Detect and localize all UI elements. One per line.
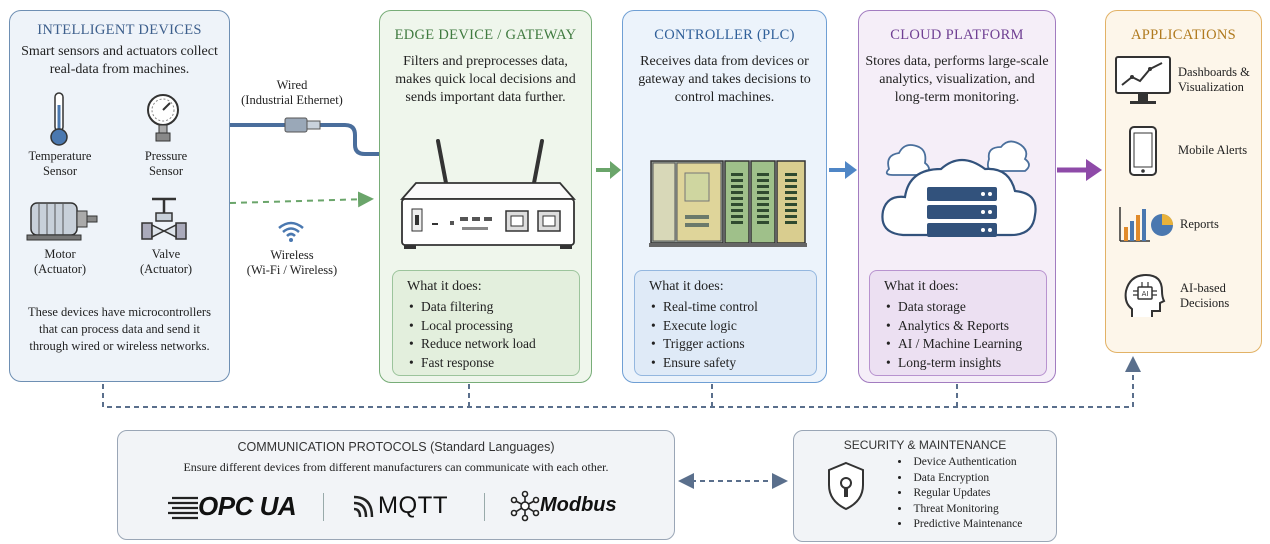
- list-item: Real-time control: [651, 298, 806, 317]
- list-item: Ensure safety: [651, 354, 806, 373]
- shield-lock-icon: [828, 461, 864, 511]
- modbus-logo: Modbus: [510, 489, 640, 523]
- what-it-does-box: What it does: Data storage Analytics & R…: [869, 270, 1047, 376]
- list-item: Long-term insights: [886, 354, 1036, 373]
- communication-protocols-panel: COMMUNICATION PROTOCOLS (Standard Langua…: [117, 430, 675, 540]
- valve-icon: [141, 197, 187, 240]
- list-item: Data Encryption: [898, 471, 1022, 487]
- device-label-motor: Motor (Actuator): [33, 247, 87, 276]
- edge-gateway-panel: EDGE DEVICE / GATEWAY Filters and prepro…: [379, 10, 592, 383]
- list-item: Threat Monitoring: [898, 502, 1022, 518]
- wired-label: Wired (Industrial Ethernet): [241, 78, 343, 107]
- list-item: Data storage: [886, 298, 1036, 317]
- wireless-label: Wireless (Wi-Fi / Wireless): [246, 248, 338, 277]
- panel-title: INTELLIGENT DEVICES: [37, 22, 202, 38]
- device-label-valve: Valve (Actuator): [139, 247, 193, 276]
- motor-icon: [26, 202, 98, 241]
- mqtt-logo: MQTT: [352, 491, 462, 523]
- wifi-icon: [278, 221, 304, 242]
- protocols-subtitle: Ensure different devices from different …: [183, 460, 609, 474]
- panel-description: Filters and preprocesses data, makes qui…: [395, 54, 576, 105]
- panel-title: EDGE DEVICE / GATEWAY: [394, 27, 577, 43]
- intelligent-devices-panel: INTELLIGENT DEVICES Smart sensors and ac…: [9, 10, 230, 382]
- feedback-bus-line: [102, 356, 1141, 408]
- app-label-ai-decisions: AI-based Decisions: [1180, 281, 1230, 310]
- cloud-functions-list: Data storage Analytics & Reports AI / Ma…: [884, 298, 1036, 372]
- dashboard-monitor-icon: [1115, 56, 1171, 104]
- list-item: Fast response: [409, 354, 569, 373]
- what-it-does-title: What it does:: [884, 279, 959, 294]
- cloud-platform-panel: CLOUD PLATFORM Stores data, performs lar…: [858, 10, 1056, 383]
- what-it-does-box: What it does: Real-time control Execute …: [634, 270, 817, 376]
- panel-description: Smart sensors and actuators collect real…: [21, 44, 218, 77]
- protocols-title: COMMUNICATION PROTOCOLS (Standard Langua…: [237, 440, 555, 454]
- panel-description: Stores data, performs large-scale analyt…: [865, 54, 1049, 105]
- app-label-mobile-alerts: Mobile Alerts: [1178, 143, 1248, 157]
- device-label-temperature: Temperature Sensor: [28, 149, 92, 178]
- app-label-dashboards: Dashboards & Visualization: [1178, 65, 1250, 94]
- security-maintenance-panel: SECURITY & MAINTENANCE Device Authentica…: [793, 430, 1057, 542]
- list-item: Analytics & Reports: [886, 317, 1036, 336]
- applications-panel: APPLICATIONS Dashboards & Visualization …: [1105, 10, 1262, 353]
- security-title: SECURITY & MAINTENANCE: [843, 438, 1007, 452]
- thermometer-icon: [50, 92, 68, 146]
- devices-footer-text: These devices have microcontrollers that…: [28, 305, 211, 353]
- what-it-does-box: What it does: Data filtering Local proce…: [392, 270, 580, 376]
- svg-text:AI: AI: [1142, 290, 1149, 298]
- device-label-pressure: Pressure Sensor: [144, 149, 188, 178]
- list-item: Reduce network load: [409, 335, 569, 354]
- list-item: Trigger actions: [651, 335, 806, 354]
- divider: [323, 493, 324, 521]
- list-item: AI / Machine Learning: [886, 335, 1036, 354]
- panel-title: APPLICATIONS: [1130, 27, 1237, 43]
- panel-description: Receives data from devices or gateway an…: [638, 54, 811, 105]
- opc-ua-logo: OPC UA: [168, 491, 297, 521]
- security-list: Device Authentication Data Encryption Re…: [898, 455, 1023, 533]
- list-item: Execute logic: [651, 317, 806, 336]
- ai-head-icon: AI: [1124, 273, 1166, 317]
- smartphone-icon: [1129, 126, 1157, 176]
- plc-controller-icon: [649, 160, 807, 247]
- plc-functions-list: Real-time control Execute logic Trigger …: [649, 298, 806, 372]
- list-item: Local processing: [409, 317, 569, 336]
- app-label-reports: Reports: [1180, 217, 1219, 231]
- edge-functions-list: Data filtering Local processing Reduce n…: [407, 298, 569, 372]
- gateway-router-icon: [400, 139, 576, 249]
- what-it-does-title: What it does:: [407, 279, 482, 294]
- divider: [484, 493, 485, 521]
- what-it-does-title: What it does:: [649, 279, 724, 294]
- list-item: Device Authentication: [898, 455, 1022, 471]
- pressure-gauge-icon: [147, 94, 179, 142]
- panel-title: CONTROLLER (PLC): [654, 27, 795, 43]
- cloud-server-icon: [881, 140, 1037, 237]
- report-chart-icon: [1119, 207, 1173, 242]
- list-item: Predictive Maintenance: [898, 517, 1023, 533]
- panel-title: CLOUD PLATFORM: [890, 27, 1024, 43]
- list-item: Regular Updates: [898, 486, 1022, 502]
- wireless-connection-line: [229, 191, 374, 208]
- list-item: Data filtering: [409, 298, 569, 317]
- plc-panel: CONTROLLER (PLC) Receives data from devi…: [622, 10, 827, 383]
